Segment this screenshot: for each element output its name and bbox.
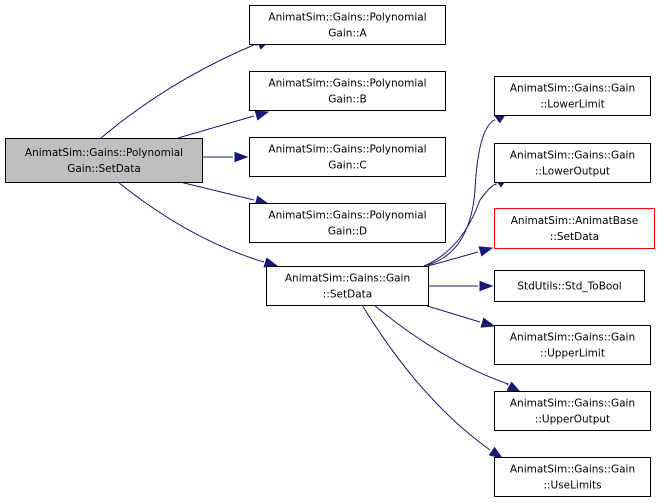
node-label-line: Gain::A xyxy=(328,28,367,40)
node-box xyxy=(494,391,651,431)
node-label-line: Gain::D xyxy=(328,226,367,238)
node-box xyxy=(494,208,655,249)
node-box xyxy=(266,266,429,306)
edge-gain_setdata-to-upper_limit xyxy=(423,304,496,328)
edge-setdata_poly-to-poly_a xyxy=(100,39,272,139)
node-label-line: Gain::SetData xyxy=(67,163,141,175)
node-label-line: AnimatSim::Gains::Gain xyxy=(510,150,635,162)
node-gain-setdata[interactable]: AnimatSim::Gains::Gain::SetData xyxy=(266,266,429,306)
node-upper-limit[interactable]: AnimatSim::Gains::Gain::UpperLimit xyxy=(494,325,651,365)
node-box xyxy=(249,5,446,45)
arrow-head xyxy=(254,110,270,121)
node-box xyxy=(494,76,651,116)
node-label-line: AnimatSim::Gains::Gain xyxy=(510,398,635,410)
node-label-line: AnimatSim::Gains::Gain xyxy=(510,83,635,95)
node-std-tobool[interactable]: StdUtils::Std_ToBool xyxy=(494,270,645,302)
node-label-line: AnimatSim::Gains::Gain xyxy=(285,273,410,285)
node-lower-output[interactable]: AnimatSim::Gains::Gain::LowerOutput xyxy=(494,143,651,183)
edge-gain_setdata-to-upper_output xyxy=(373,304,522,393)
edge-line xyxy=(177,115,255,139)
node-label-line: AnimatSim::AnimatBase xyxy=(511,215,639,227)
node-label-line: ::UpperOutput xyxy=(535,414,610,426)
edge-line xyxy=(179,181,255,201)
edge-line xyxy=(423,304,481,323)
arrow-head xyxy=(506,381,522,393)
arrow-head xyxy=(263,257,279,268)
node-setdata-poly[interactable]: AnimatSim::Gains::PolynomialGain::SetDat… xyxy=(5,138,203,183)
node-label-line: ::SetData xyxy=(323,289,372,301)
node-label-line: AnimatSim::Gains::Polynomial xyxy=(25,147,183,159)
arrow-head xyxy=(478,246,494,257)
edge-line xyxy=(423,119,495,267)
edge-setdata_poly-to-poly_d xyxy=(179,181,270,206)
node-box xyxy=(249,203,446,243)
edge-line xyxy=(427,251,479,267)
node-animatbase-setdata[interactable]: AnimatSim::AnimatBase::SetData xyxy=(494,208,655,249)
node-label-line: ::SetData xyxy=(550,231,599,243)
edge-layer xyxy=(100,39,522,459)
edge-gain_setdata-to-std_tobool xyxy=(428,280,494,292)
arrow-head xyxy=(480,317,496,328)
edge-gain_setdata-to-use_limits xyxy=(361,304,504,459)
node-box xyxy=(494,270,645,302)
node-label-line: AnimatSim::Gains::Gain xyxy=(510,332,635,344)
node-box xyxy=(249,137,446,177)
node-label-line: ::LowerLimit xyxy=(540,99,605,111)
edge-setdata_poly-to-poly_b xyxy=(177,110,270,139)
node-box xyxy=(494,325,651,365)
node-label-line: ::LowerOutput xyxy=(535,166,610,178)
node-label-line: AnimatSim::Gains::Polynomial xyxy=(268,78,426,90)
node-label-line: AnimatSim::Gains::Polynomial xyxy=(268,144,426,156)
node-layer: AnimatSim::Gains::PolynomialGain::SetDat… xyxy=(5,5,655,497)
node-box xyxy=(494,143,651,183)
node-upper-output[interactable]: AnimatSim::Gains::Gain::UpperOutput xyxy=(494,391,651,431)
node-box xyxy=(249,71,446,111)
edge-line xyxy=(100,43,257,139)
edge-setdata_poly-to-poly_c xyxy=(202,151,249,163)
node-use-limits[interactable]: AnimatSim::Gains::Gain::UseLimits xyxy=(494,457,651,497)
node-label-line: AnimatSim::Gains::Polynomial xyxy=(268,210,426,222)
edge-gain_setdata-to-animatbase_setdata xyxy=(427,246,494,267)
edge-line xyxy=(423,183,497,267)
arrow-head xyxy=(488,446,504,459)
node-label-line: ::UseLimits xyxy=(543,480,601,492)
node-label-line: Gain::C xyxy=(328,160,367,172)
node-label-line: Gain::B xyxy=(328,94,366,106)
node-lower-limit[interactable]: AnimatSim::Gains::Gain::LowerLimit xyxy=(494,76,651,116)
node-label-line: StdUtils::Std_ToBool xyxy=(517,281,621,293)
edge-line xyxy=(117,181,265,263)
node-box xyxy=(494,457,651,497)
arrow-head xyxy=(479,280,494,292)
node-box xyxy=(5,138,203,183)
node-label-line: AnimatSim::Gains::Gain xyxy=(510,464,635,476)
node-label-line: AnimatSim::Gains::Polynomial xyxy=(268,12,426,24)
edge-line xyxy=(361,304,491,451)
arrow-head xyxy=(234,151,249,163)
edge-line xyxy=(373,304,509,386)
node-label-line: ::UpperLimit xyxy=(540,348,605,360)
